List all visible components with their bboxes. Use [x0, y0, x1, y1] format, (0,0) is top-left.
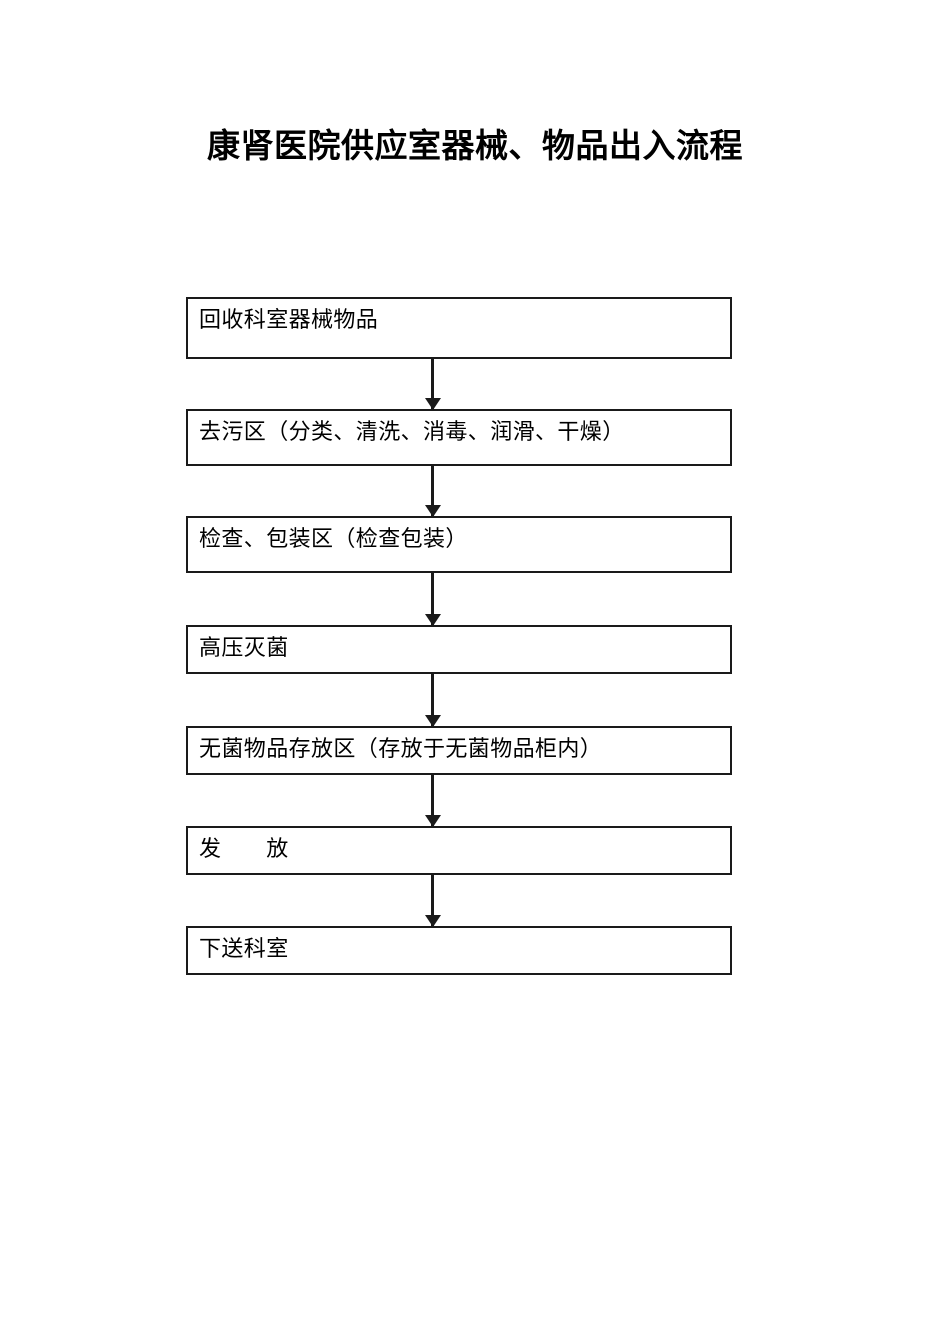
down-arrow-icon — [425, 915, 441, 927]
flow-step-5-label: 无菌物品存放区（存放于无菌物品柜内） — [199, 737, 603, 762]
connector-line-icon — [431, 573, 434, 625]
page-title: 康肾医院供应室器械、物品出入流程 — [207, 126, 743, 165]
flow-connector-3 — [186, 573, 732, 626]
flow-connector-5 — [186, 775, 732, 827]
flow-step-6: 发 放 — [186, 826, 732, 875]
flow-step-3: 检查、包装区（检查包装） — [186, 516, 732, 573]
connector-line-icon — [431, 466, 434, 516]
down-arrow-icon — [425, 614, 441, 626]
flow-connector-1 — [186, 359, 732, 410]
flow-step-6-label: 发 放 — [199, 837, 289, 862]
flow-connector-2 — [186, 466, 732, 517]
flow-step-7: 下送科室 — [186, 926, 732, 975]
flow-connector-6 — [186, 875, 732, 927]
flow-step-4-label: 高压灭菌 — [199, 636, 289, 661]
down-arrow-icon — [425, 398, 441, 410]
connector-line-icon — [431, 359, 434, 409]
flowchart: 回收科室器械物品 去污区（分类、清洗、消毒、润滑、干燥） 检查、包装区（检查包装… — [186, 297, 732, 975]
flow-step-3-label: 检查、包装区（检查包装） — [199, 527, 468, 552]
flow-step-7-label: 下送科室 — [199, 937, 289, 962]
flow-step-2: 去污区（分类、清洗、消毒、润滑、干燥） — [186, 409, 732, 466]
down-arrow-icon — [425, 505, 441, 517]
down-arrow-icon — [425, 715, 441, 727]
connector-line-icon — [431, 775, 434, 826]
flow-step-5: 无菌物品存放区（存放于无菌物品柜内） — [186, 726, 732, 775]
flow-connector-4 — [186, 674, 732, 727]
flow-step-1: 回收科室器械物品 — [186, 297, 732, 359]
down-arrow-icon — [425, 815, 441, 827]
flow-step-1-label: 回收科室器械物品 — [199, 308, 379, 333]
flow-step-2-label: 去污区（分类、清洗、消毒、润滑、干燥） — [199, 420, 625, 445]
connector-line-icon — [431, 674, 434, 726]
connector-line-icon — [431, 875, 434, 926]
flow-step-4: 高压灭菌 — [186, 625, 732, 674]
